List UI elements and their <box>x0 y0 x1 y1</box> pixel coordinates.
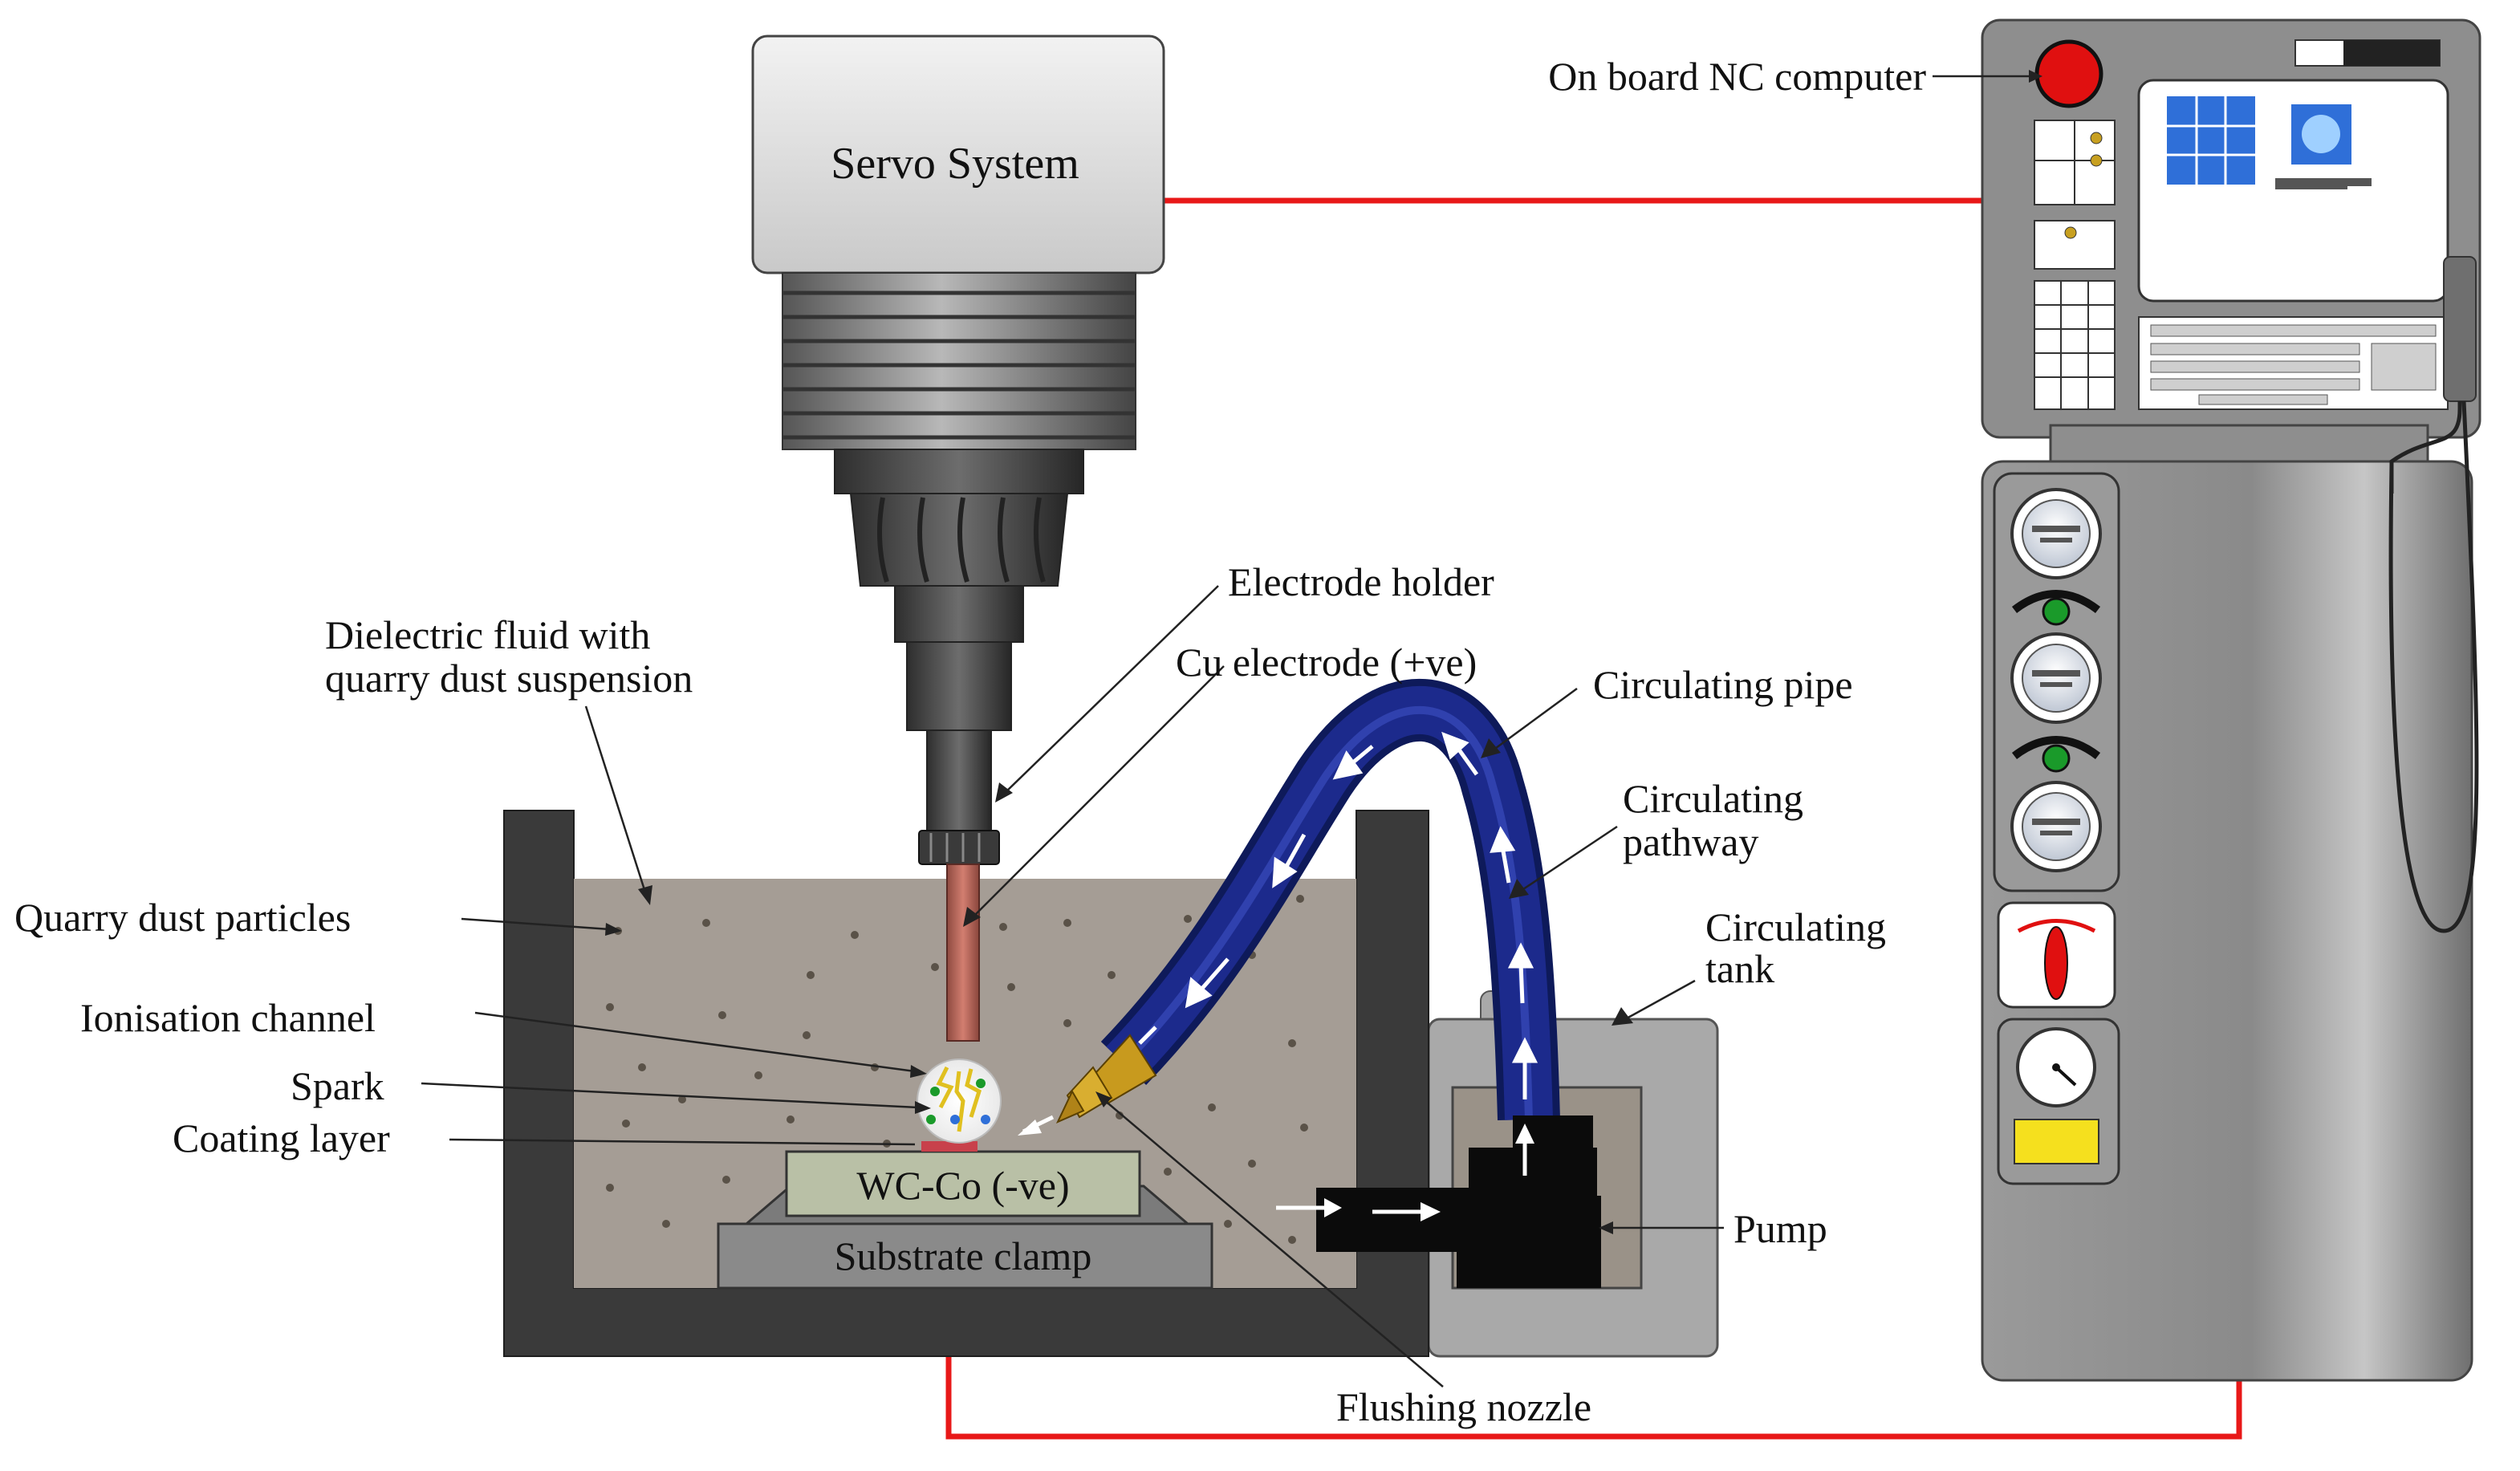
labels: On board NC computer Electrode holder Cu… <box>14 54 1926 1429</box>
circulating-pathway-label-line2: pathway <box>1623 819 1758 864</box>
tank-to-cabinet-wire <box>945 1288 2242 1440</box>
servo-system-label: Servo System <box>831 139 1079 189</box>
nc-screen <box>2137 79 2449 303</box>
quarry-dust-particles-label: Quarry dust particles <box>14 895 351 940</box>
indicator-light-1 <box>2042 597 2071 626</box>
servo-system: Servo System <box>751 35 1165 865</box>
analog-meter <box>2016 1027 2096 1107</box>
keyboard <box>2138 316 2449 410</box>
gauge-3 <box>2010 781 2102 872</box>
gauge-2 <box>2010 632 2102 724</box>
circulating-tank-label-line1: Circulating <box>1705 904 1886 949</box>
flushing-nozzle-label: Flushing nozzle <box>1336 1384 1591 1429</box>
circulating-pipe-label: Circulating pipe <box>1593 662 1853 707</box>
chuck <box>849 493 1069 587</box>
dielectric-label-line2: quarry dust suspension <box>325 656 693 701</box>
spark-zone <box>917 1059 1002 1144</box>
control-cabinet <box>1981 18 2481 1382</box>
flushing-nozzle <box>1018 1034 1157 1136</box>
spark-label: Spark <box>291 1063 384 1108</box>
workpiece <box>785 1150 1141 1217</box>
yellow-label-panel <box>2014 1119 2099 1164</box>
indicator-light-2 <box>2042 744 2071 773</box>
nc-computer-label: On board NC computer <box>1548 54 1926 99</box>
circulating-tank-label-line2: tank <box>1705 946 1774 991</box>
cu-electrode-label: Cu electrode (+ve) <box>1176 640 1477 685</box>
substrate-clamp <box>717 1222 1213 1290</box>
circulating-pipe <box>1018 679 1560 1136</box>
substrate-clamp-label: Substrate clamp <box>835 1233 1092 1278</box>
gauge-1 <box>2010 488 2102 579</box>
dielectric-label-line1: Dielectric fluid with <box>325 612 650 657</box>
emergency-stop-button[interactable] <box>2034 39 2103 108</box>
electrode-holder <box>926 729 992 835</box>
servo-threads <box>782 272 1136 450</box>
circulating-pathway-label-line1: Circulating <box>1623 776 1803 821</box>
workpiece-label: WC-Co (-ve) <box>856 1163 1069 1208</box>
cu-electrode <box>946 864 980 1042</box>
leader-lines <box>421 70 2042 1388</box>
flow-arrows <box>1138 731 1538 1099</box>
selector-knob[interactable] <box>2044 926 2068 1000</box>
coating-layer-label: Coating layer <box>173 1115 390 1160</box>
ionisation-channel-label: Ionisation channel <box>80 995 376 1040</box>
power-wiring <box>945 197 2242 1440</box>
electrode-holder-label: Electrode holder <box>1228 559 1494 604</box>
pump <box>1276 1115 1601 1288</box>
pump-label: Pump <box>1734 1206 1827 1251</box>
coating-layer <box>921 1141 978 1152</box>
